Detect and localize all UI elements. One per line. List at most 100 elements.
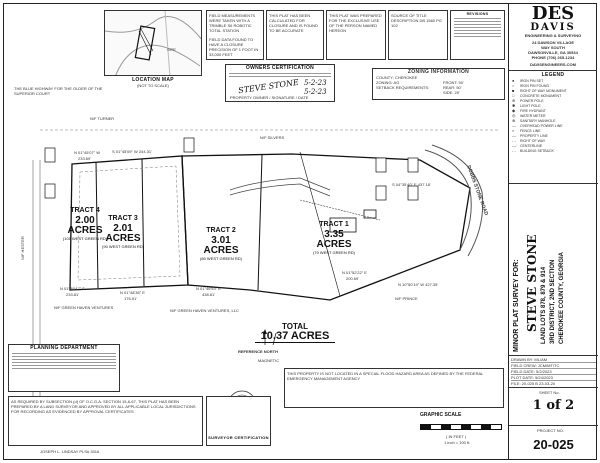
zoning-front: FRONT: 50' bbox=[443, 80, 464, 85]
tract-1-name: TRACT 1 bbox=[319, 221, 349, 228]
revisions-box: REVISIONS bbox=[450, 10, 505, 60]
plat-title-l5: CHEROKEE COUNTY, GEORGIA bbox=[559, 251, 565, 344]
legend-item-label: LIGHT POLE bbox=[520, 103, 541, 108]
owner-date: 5-2-23 bbox=[304, 79, 327, 87]
sheet-number-box: SHEET No. 1 of 2 bbox=[509, 387, 598, 426]
legend-symbol-icon: × bbox=[512, 128, 515, 133]
legend-symbol-icon: - - bbox=[512, 138, 516, 143]
tract-1-acres: 3.35 ACRES bbox=[316, 229, 352, 250]
tract-4-name: TRACT 4 bbox=[70, 207, 100, 214]
legend-item-label: POWER POLE bbox=[520, 98, 544, 103]
adjoiner-green-haven-1: N/F GREEN HAVEN VENTURES bbox=[54, 305, 114, 310]
exclusive-use-box: THIS PLAT WAS PREPARED FOR THE EXCLUSIVE… bbox=[326, 10, 386, 60]
title-block: DES DAVIS ENGINEERING & SURVEYING 24 DAW… bbox=[508, 3, 598, 461]
bearing-1: N 01°45'07" W bbox=[74, 150, 101, 155]
owners-certification: OWNERS CERTIFICATION STEVE STONE 5-2-23 … bbox=[225, 64, 335, 102]
reference-north-label: REFERENCE NORTH bbox=[238, 349, 279, 354]
bearing-4: N 01°39'47" E bbox=[60, 286, 85, 291]
field-notes-box: FIELD MEASUREMENTS WERE TAKEN WITH A TRI… bbox=[206, 10, 264, 60]
bottom-statutory-note: AS REQUIRED BY SUBSECTION (d) OF O.C.G.A… bbox=[8, 396, 203, 446]
bearing-6: N 01°48'36" E bbox=[120, 290, 145, 295]
note-source-of-title: SOURCE OF TITLE DESCRIPTION DB 1560 PG 1… bbox=[391, 13, 442, 28]
adjoiner-prince: N/F PRINCE bbox=[395, 296, 418, 301]
zoning-information: ZONING INFORMATION COUNTY: CHEROKEE ZONI… bbox=[372, 68, 505, 100]
legend-box: LEGEND ●IRON PIN SET○IRON PIN FOUND■RIGH… bbox=[509, 70, 597, 171]
tract-2-label: TRACT 2 3.01 ACRES (80 WEST GREEN RD) bbox=[194, 226, 248, 261]
tract-3-acres: 2.01 ACRES bbox=[105, 223, 141, 244]
recording-note: THE BLUE HIGHWAY FOR THE OLDER OF THE SU… bbox=[14, 86, 103, 96]
zoning-zoning: ZONING: AG bbox=[376, 80, 400, 85]
legend-item: ✱LIGHT POLE bbox=[512, 103, 594, 108]
legend-item: ⊕ POWER POLE bbox=[512, 98, 594, 103]
bearing-7: 176.91' bbox=[124, 296, 137, 301]
note-closure: FIELD DATA FOUND TO HAVE A CLOSURE PRECI… bbox=[209, 37, 259, 57]
revisions-title: REVISIONS bbox=[466, 12, 489, 16]
zoning-side: SIDE: 25' bbox=[443, 90, 460, 95]
plat-notes-box: THIS PLAT HAS BEEN CALCULATED FOR CLOSUR… bbox=[266, 10, 324, 60]
legend-item-label: RIGHT OF WAY bbox=[520, 138, 546, 143]
zoning-rear: REAR: 50' bbox=[443, 85, 462, 90]
surveyor-cert-title: SURVEYOR CERTIFICATION bbox=[208, 435, 269, 440]
source-of-title-box: SOURCE OF TITLE DESCRIPTION DB 1560 PG 1… bbox=[388, 10, 448, 60]
firm-addr1: 24 DAWSON VILLAGE bbox=[531, 40, 574, 45]
firm-sub: ENGINEERING & SURVEYING bbox=[524, 33, 582, 38]
tract-3-name: TRACT 3 bbox=[108, 215, 138, 222]
firm-addr3: DAWSONVILLE, GA 30534 bbox=[528, 50, 578, 55]
owner-caption: PROPERTY OWNER / SIGNATURE / DATE bbox=[230, 95, 309, 100]
legend-symbol-icon: ● bbox=[512, 78, 515, 83]
legend-symbol-icon: ⊗ bbox=[512, 118, 516, 123]
legend-item: —PROPERTY LINE bbox=[512, 133, 594, 138]
plat-title-l3: LAND LOTS 878, 879 & 914 bbox=[541, 266, 547, 344]
legend-symbol-icon: ○ bbox=[512, 83, 515, 88]
tract-2-name: TRACT 2 bbox=[206, 227, 236, 234]
legend-item: ○IRON PIN FOUND bbox=[512, 83, 594, 88]
firm-logo: DES DAVIS ENGINEERING & SURVEYING bbox=[509, 5, 597, 39]
legend-item: × FENCE LINE bbox=[512, 128, 594, 133]
flood-cert-text: THIS PROPERTY IS NOT LOCATED IN A SPECIA… bbox=[287, 371, 484, 381]
tract-4-label: TRACT 4 2.00 ACRES (100 WEST GREEN RD) bbox=[60, 206, 110, 241]
plat-title-area: MINOR PLAT SURVEY FOR: STEVE STONE LAND … bbox=[509, 183, 598, 356]
legend-symbol-icon: ⊕ bbox=[512, 98, 516, 103]
plat-title-l1: MINOR PLAT SURVEY FOR: bbox=[513, 259, 520, 352]
location-map-drawing bbox=[105, 11, 201, 75]
tract-1-label: TRACT 1 3.35 ACRES (70 WEST GREEN RD) bbox=[306, 220, 362, 255]
legend-item: □CONCRETE MONUMENT bbox=[512, 93, 594, 98]
bearing-12: 200.69' bbox=[346, 276, 359, 281]
total-label: TOTAL bbox=[282, 322, 308, 331]
note-field-measurements: FIELD MEASUREMENTS WERE TAKEN WITH A TRI… bbox=[209, 13, 256, 33]
legend-item-label: BUILDING SETBACK bbox=[520, 148, 554, 153]
plot-date: PLOT DATE: 5/24/2023 bbox=[511, 375, 596, 381]
legend-item: - -BUILDING SETBACK bbox=[512, 148, 594, 153]
bearing-9: 438.81' bbox=[202, 292, 215, 297]
bearing-8: N 01°46'53" E bbox=[196, 286, 221, 291]
legend-item: —OVERHEAD POWER LINE bbox=[512, 123, 594, 128]
note-exclusive-use: THIS PLAT WAS PREPARED FOR THE EXCLUSIVE… bbox=[329, 13, 382, 33]
legend-item-label: IRON PIN SET bbox=[520, 78, 544, 83]
adjoiner-hester: N/F HESTER bbox=[20, 236, 25, 260]
legend-item: ● IRON PIN SET bbox=[512, 78, 594, 83]
legend-symbol-icon: □ bbox=[512, 93, 515, 98]
graphic-scale-unit: ( IN FEET ) bbox=[446, 434, 467, 439]
location-map-site-label: SITE bbox=[167, 47, 176, 52]
flood-certification: THIS PROPERTY IS NOT LOCATED IN A SPECIA… bbox=[284, 368, 504, 408]
tract-3-label: TRACT 3 2.01 ACRES (90 WEST GREEN RD) bbox=[98, 214, 148, 249]
project-number-box: PROJECT NO. 20-025 bbox=[509, 425, 598, 461]
legend-item-label: FENCE LINE bbox=[520, 128, 541, 133]
statutory-text: AS REQUIRED BY SUBSECTION (d) OF O.C.G.A… bbox=[11, 399, 196, 414]
plat-drawing bbox=[32, 129, 500, 420]
adjoiner-turner: N/F TURNER bbox=[90, 116, 115, 121]
legend-item-label: RIGHT OF WAY MONUMENT bbox=[520, 88, 567, 93]
location-map-subtitle: (NOT TO SCALE) bbox=[137, 83, 169, 88]
drawn-by: DRAWN BY: ML/AM bbox=[511, 357, 596, 363]
surveyor-name: JOSEPH L. LINDSAY PLS# 3316 bbox=[40, 449, 100, 454]
plat-title-l4: 3RD DISTRICT, 2ND SECTION bbox=[550, 259, 556, 344]
firm-web: DAVISENGINEERS.COM bbox=[530, 62, 576, 67]
legend-item: ◎WATER METER bbox=[512, 113, 594, 118]
zoning-county: COUNTY: CHEROKEE bbox=[376, 75, 418, 80]
zoning-title: ZONING INFORMATION bbox=[407, 69, 470, 75]
legend-item-label: PROPERTY LINE bbox=[520, 133, 548, 138]
legend-item-label: SANITARY MANHOLE bbox=[520, 118, 556, 123]
owner-date-2: 5-2-23 bbox=[304, 88, 327, 96]
firm-logo-text-2: DAVIS bbox=[530, 22, 576, 33]
total-acres: 10.37 ACRES bbox=[255, 330, 335, 343]
